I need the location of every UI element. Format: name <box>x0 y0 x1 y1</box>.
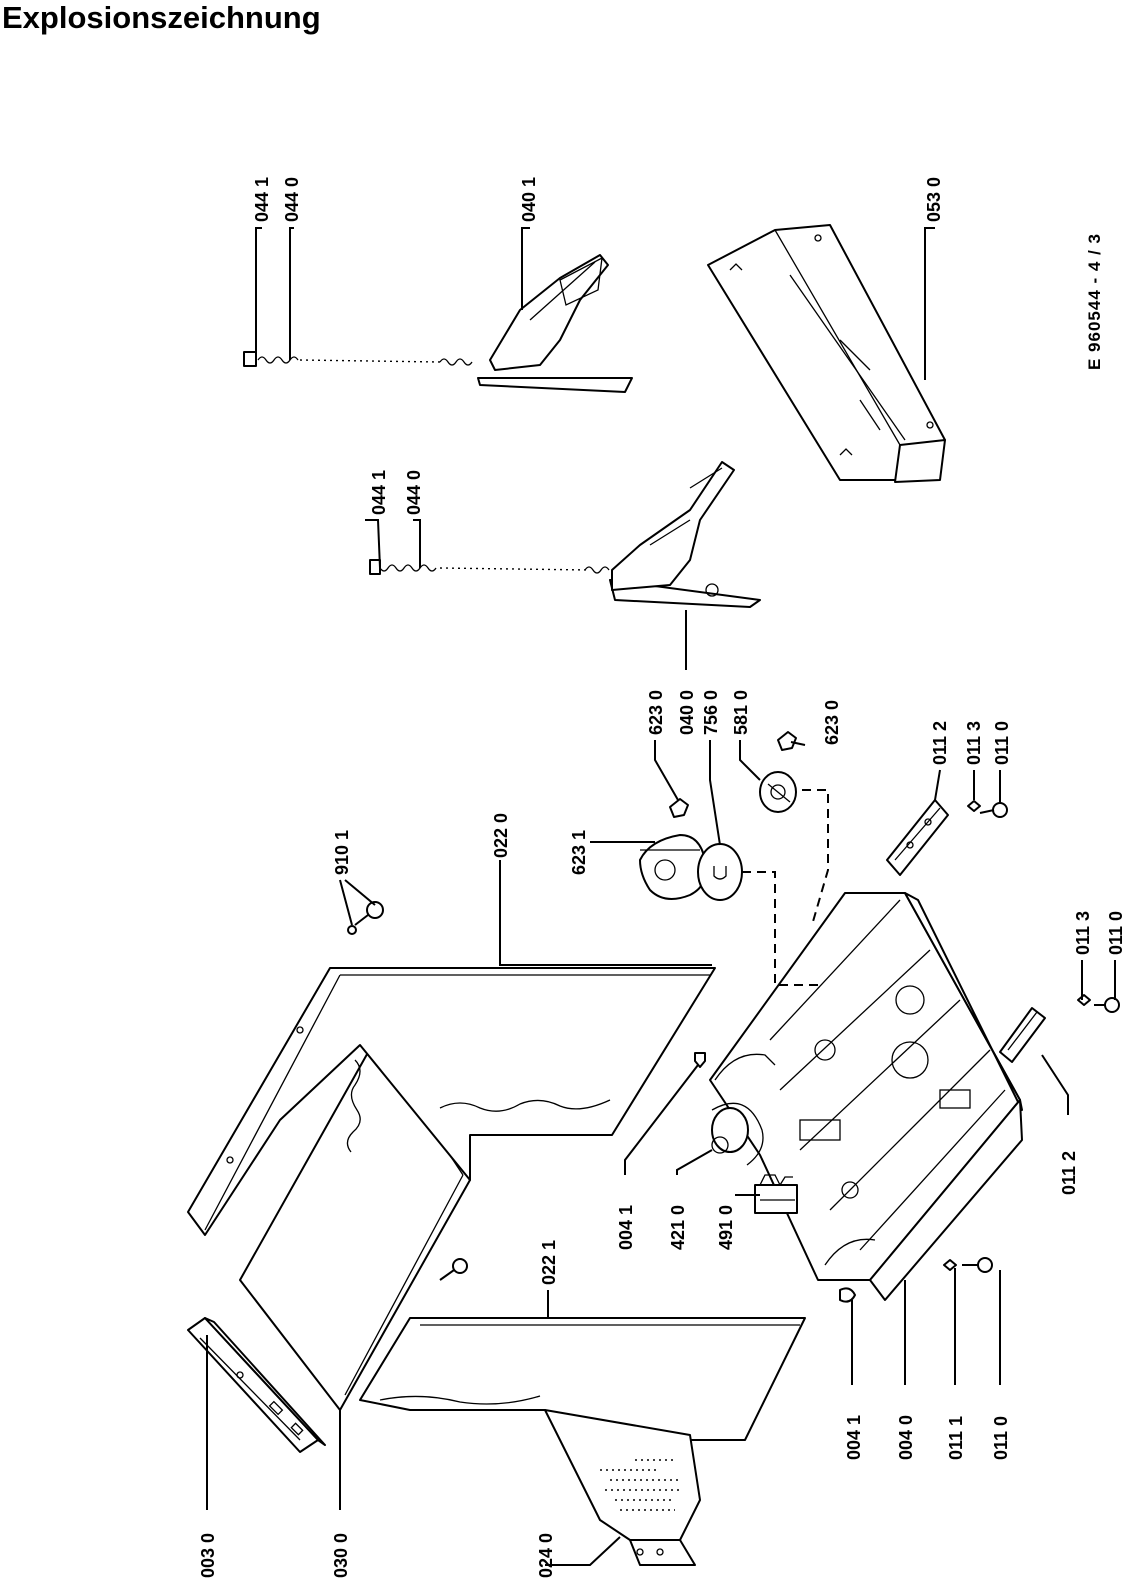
label-024-0: 024 0 <box>536 1533 556 1578</box>
part-clip-lower <box>839 1287 856 1303</box>
label-004-1-mid: 004 1 <box>616 1205 636 1250</box>
part-hinge-040-1 <box>477 254 633 393</box>
part-side-panel-022-0 <box>187 967 716 1236</box>
label-011-0-top: 011 0 <box>992 721 1012 765</box>
label-040-1: 040 1 <box>519 177 539 222</box>
label-421-0: 421 0 <box>668 1205 688 1250</box>
part-clip-623-0-a <box>669 798 689 818</box>
label-623-1: 623 1 <box>569 830 589 875</box>
label-623-0-a: 623 0 <box>646 690 666 735</box>
label-003-0: 003 0 <box>198 1533 218 1578</box>
label-910-1: 910 1 <box>332 830 352 875</box>
part-bracket-011-2-bottom <box>999 1007 1046 1063</box>
part-screw-set-mid <box>1077 994 1120 1013</box>
leader-lines <box>206 227 1116 1566</box>
page-title: Explosionszeichnung <box>2 0 321 35</box>
part-base-tray <box>709 892 1023 1301</box>
label-581-0: 581 0 <box>731 690 751 735</box>
label-011-3-mid: 011 3 <box>1073 911 1093 955</box>
label-011-3-top: 011 3 <box>964 721 984 765</box>
label-623-0-b: 623 0 <box>822 700 842 745</box>
part-valve <box>759 771 797 813</box>
label-044-0-top: 044 0 <box>282 177 302 222</box>
part-heater-block <box>754 1174 798 1214</box>
label-044-0-mid: 044 0 <box>404 470 424 515</box>
label-011-1: 011 1 <box>946 1416 966 1460</box>
part-screw-set-top <box>967 800 1008 818</box>
label-011-0-mid: 011 0 <box>1106 911 1126 955</box>
label-004-0: 004 0 <box>896 1415 916 1460</box>
part-screw-set-bottom <box>943 1257 993 1273</box>
part-clip-623-0-b <box>777 731 797 751</box>
part-insulation-box <box>544 1409 701 1566</box>
reference-code: E 960544 - 4 / 3 <box>1085 233 1104 370</box>
label-011-2-bottom: 011 2 <box>1059 1151 1079 1195</box>
part-disc <box>697 843 743 901</box>
part-screws-910-1 <box>347 901 468 1281</box>
part-cover-053-0 <box>707 224 946 483</box>
part-motor-housing <box>639 834 707 900</box>
part-hinge-040-0 <box>609 461 761 608</box>
label-030-0: 030 0 <box>331 1533 351 1578</box>
label-022-0: 022 0 <box>491 813 511 858</box>
label-044-1-mid: 044 1 <box>369 470 389 515</box>
label-011-0-bottom: 011 0 <box>991 1416 1011 1460</box>
part-clip-upper <box>694 1052 706 1068</box>
part-spring-mid <box>369 559 610 575</box>
label-004-1-bottom: 004 1 <box>844 1415 864 1460</box>
label-022-1: 022 1 <box>539 1240 559 1285</box>
label-044-1-top: 044 1 <box>252 177 272 222</box>
part-side-rail <box>187 1317 326 1453</box>
part-bracket-011-2-top <box>886 799 949 876</box>
part-pump <box>711 1102 764 1166</box>
label-756-0: 756 0 <box>701 690 721 735</box>
label-053-0: 053 0 <box>924 177 944 222</box>
label-040-0: 040 0 <box>677 690 697 735</box>
label-011-2-top: 011 2 <box>930 721 950 765</box>
label-491-0: 491 0 <box>716 1205 736 1250</box>
part-spring-top <box>243 351 473 367</box>
